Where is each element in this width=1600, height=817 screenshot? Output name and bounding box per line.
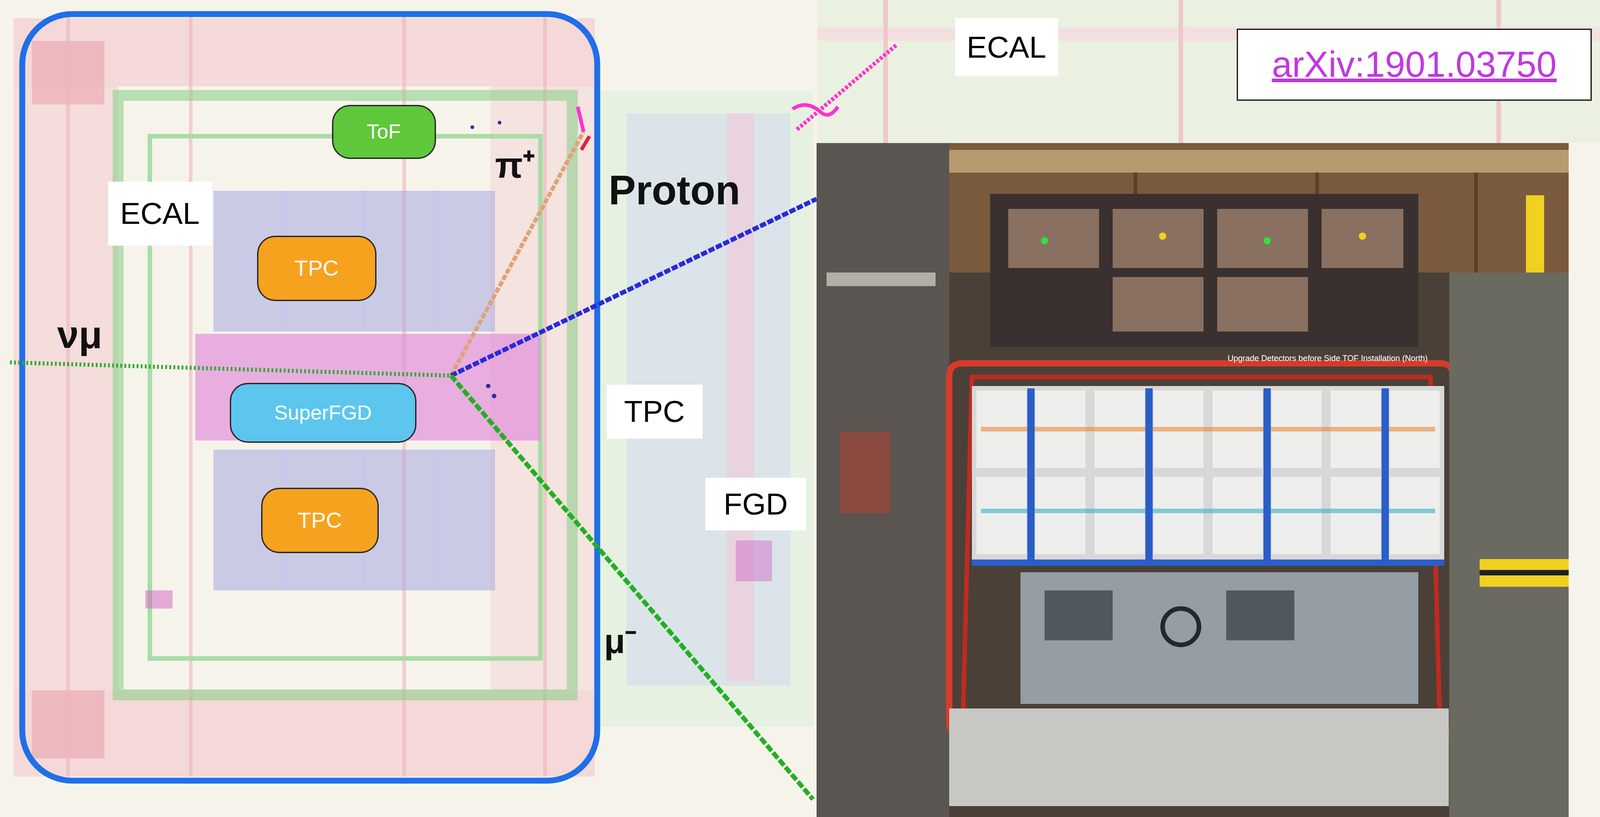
neutrino-track	[9, 362, 451, 376]
module	[1094, 476, 1145, 555]
electronics-frame	[990, 193, 1419, 347]
tof-box: ToF	[331, 104, 436, 159]
hit-dot	[497, 120, 502, 125]
proton-track	[450, 198, 817, 376]
lower-part	[1044, 590, 1113, 641]
hit-dot	[470, 125, 475, 129]
ecal-band	[13, 690, 595, 777]
electronics-board	[1321, 208, 1404, 268]
hit-cluster	[735, 540, 773, 582]
side-wall	[1449, 272, 1569, 817]
shower-track	[792, 104, 838, 115]
module-block	[971, 386, 1445, 564]
red-cable	[949, 363, 1454, 736]
module	[1153, 476, 1204, 555]
electronics-board	[1217, 208, 1308, 268]
module	[1212, 476, 1263, 555]
ecal-band	[13, 86, 119, 691]
module	[1035, 476, 1086, 555]
tpc-box: TPC	[257, 235, 377, 302]
blue-cable	[1381, 388, 1389, 561]
particle-label: νμ	[57, 313, 103, 357]
module	[1271, 476, 1322, 555]
bottom-panel	[949, 708, 1449, 807]
module	[976, 476, 1027, 555]
warning-stripe	[1479, 569, 1569, 576]
status-light	[1159, 232, 1167, 240]
muon-track	[450, 375, 813, 800]
upgrade-outline	[22, 14, 598, 781]
blue-cable	[971, 559, 1445, 566]
node-text: arXiv:1901.03750	[1271, 44, 1557, 85]
tpc-grid	[434, 190, 438, 332]
node-text: TPC	[297, 508, 342, 533]
pion-track-end	[577, 106, 584, 132]
shower-track	[797, 44, 897, 130]
particle-label: μ⁻	[604, 622, 638, 661]
module-lights	[980, 426, 1436, 432]
cable-coil	[1162, 608, 1199, 645]
particle-label: Proton	[608, 168, 741, 214]
detector-shade	[817, 0, 1600, 144]
node-text: ToF	[366, 120, 401, 144]
photo-ground	[816, 143, 1569, 817]
warning-sign	[1479, 559, 1569, 587]
detector-line	[543, 13, 547, 777]
photo-caption: Upgrade Detectors before Side TOF Instal…	[1227, 354, 1442, 364]
superfgd-box: SuperFGD	[229, 382, 417, 443]
status-light	[1358, 232, 1367, 240]
particle-label: π⁺	[495, 145, 535, 186]
status-light	[1040, 237, 1049, 245]
hit-dot	[485, 383, 491, 389]
pion-track-end	[581, 136, 590, 150]
detector-label-box: ECAL	[108, 181, 213, 246]
node-text: ECAL	[119, 196, 200, 231]
wood-plank	[1474, 172, 1478, 273]
detector-line	[883, 0, 888, 144]
node-text: FGD	[723, 487, 788, 521]
module	[1330, 476, 1381, 555]
blue-cable	[1263, 388, 1271, 561]
red-cable	[962, 376, 1440, 723]
yellow-strap	[1525, 195, 1545, 278]
lower-box	[1020, 572, 1419, 704]
hit-dot	[491, 393, 497, 399]
lower-part	[1226, 590, 1295, 641]
detector-label-box: FGD	[705, 477, 807, 531]
electronics-board	[1217, 277, 1308, 332]
detector-label-box: ECAL	[955, 18, 1059, 77]
status-light	[1263, 237, 1271, 245]
node-text: TPC	[624, 394, 685, 429]
detector-shade	[599, 90, 813, 727]
detector-line	[188, 13, 193, 777]
electronics-board	[1112, 208, 1204, 268]
node-text: ECAL	[966, 30, 1046, 65]
detector-label-box: TPC	[606, 384, 703, 439]
detector-line	[66, 13, 70, 777]
module-lights	[980, 508, 1436, 514]
tpc-grid	[434, 449, 438, 591]
tpc-volume	[213, 449, 496, 591]
hit-cluster	[145, 590, 173, 609]
rack-part	[840, 431, 891, 514]
side-rack	[816, 143, 950, 817]
node-text: TPC	[294, 256, 339, 281]
blue-cable	[1145, 388, 1153, 561]
pion-track	[450, 131, 584, 376]
detector-photo	[816, 143, 1569, 817]
electronics-board	[1008, 208, 1100, 268]
detector-line	[1178, 0, 1184, 144]
electronics-board	[1112, 277, 1204, 332]
node-text: SuperFGD	[273, 401, 372, 425]
module	[1389, 476, 1440, 555]
tpc-box: TPC	[261, 487, 379, 554]
blue-cable	[1027, 388, 1035, 561]
rack-rail	[826, 272, 936, 287]
tpc-volume	[213, 190, 496, 332]
reference-box: arXiv:1901.03750	[1236, 28, 1592, 101]
